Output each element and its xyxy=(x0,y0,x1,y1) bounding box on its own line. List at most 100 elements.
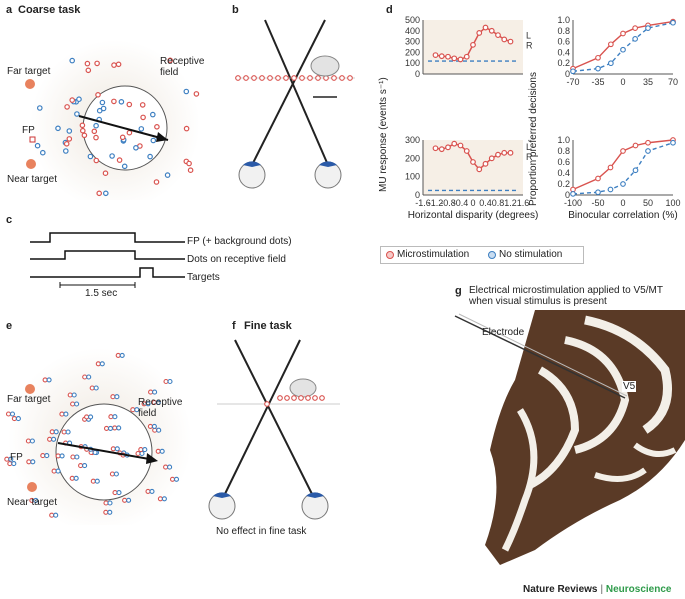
dot-right xyxy=(74,454,80,460)
y-tick-label: 100 xyxy=(405,58,420,68)
dot xyxy=(94,60,100,67)
fp-trace xyxy=(30,232,185,243)
plane-dot xyxy=(275,75,281,81)
dot-right xyxy=(107,509,113,515)
dot xyxy=(69,97,76,103)
legend-box: Microstimulation No stimulation xyxy=(380,246,584,264)
plane-dot xyxy=(307,75,313,81)
dot-right xyxy=(33,497,39,503)
x-tick-label: 50 xyxy=(643,198,653,208)
plane-dot xyxy=(235,75,241,81)
x-tick-label: -35 xyxy=(591,77,604,87)
dot-right xyxy=(145,401,151,407)
panel-d-letter: d xyxy=(386,4,393,16)
panel-c-timeline xyxy=(30,232,185,288)
x-tick-label: 100 xyxy=(665,198,680,208)
lr-label: L xyxy=(526,142,531,152)
dot-right xyxy=(114,446,120,452)
scale-label: 1.5 sec xyxy=(85,288,118,299)
dot-right xyxy=(29,438,35,444)
data-point xyxy=(620,30,626,37)
plane-dot xyxy=(243,75,249,81)
dot xyxy=(81,132,88,139)
dot xyxy=(164,172,171,178)
dot-left xyxy=(67,392,73,398)
panel-e-diagram xyxy=(4,348,192,525)
y-tick-label: 0.4 xyxy=(557,47,570,57)
far-target-label-e: Far target xyxy=(7,394,51,405)
motion-arrow xyxy=(57,442,156,461)
dot xyxy=(186,160,192,167)
dot-right xyxy=(55,468,61,474)
y-tick-label: 300 xyxy=(405,135,420,145)
y-tick-label: 0 xyxy=(415,69,420,79)
dot-left xyxy=(138,447,144,453)
y-tick-label: 400 xyxy=(405,26,420,36)
dot xyxy=(69,57,76,64)
x-tick-label: -1.2 xyxy=(428,198,444,208)
rf-dot xyxy=(305,395,311,401)
dot-right xyxy=(116,490,122,496)
receptive-field-label-e: Receptive field xyxy=(138,397,183,419)
dot-left xyxy=(5,411,12,417)
data-point xyxy=(608,60,614,67)
rf-dot xyxy=(312,395,318,401)
dot-right xyxy=(93,385,99,391)
data-point xyxy=(476,166,483,173)
receptive-field-bubble xyxy=(310,55,340,77)
dot-right xyxy=(156,427,162,433)
rf-dot xyxy=(284,395,290,401)
micro-legend-marker xyxy=(386,251,394,259)
dots-trace xyxy=(30,250,185,260)
dot-right xyxy=(142,447,148,453)
lr-label: R xyxy=(526,41,533,51)
left-eye-pupil xyxy=(213,492,231,498)
dot xyxy=(147,153,153,160)
dot xyxy=(80,127,86,134)
dot-right xyxy=(112,414,118,420)
dot-left xyxy=(155,448,161,454)
dot-right xyxy=(51,436,57,442)
arrow-head xyxy=(156,132,168,142)
dot-left xyxy=(51,468,57,474)
dot xyxy=(126,129,133,136)
plane-dot xyxy=(259,75,265,81)
dot-right xyxy=(74,401,80,407)
dot-left xyxy=(157,496,163,502)
rf-dot xyxy=(264,401,270,407)
dot-right xyxy=(53,429,59,435)
plane-dot xyxy=(315,75,321,81)
dot-right xyxy=(82,463,88,469)
data-point xyxy=(670,19,676,26)
y-tick-label: 200 xyxy=(405,153,420,163)
plane-dot xyxy=(299,75,305,81)
dot-left xyxy=(90,478,96,484)
dot-right xyxy=(126,497,132,503)
y-tick-label: 500 xyxy=(405,15,420,25)
dot-left xyxy=(122,497,128,503)
brain-section-image xyxy=(454,310,685,565)
x-tick-label: 70 xyxy=(668,77,678,87)
dot xyxy=(34,142,41,149)
dot-left xyxy=(49,512,55,518)
dot-right xyxy=(116,425,122,431)
dot-left xyxy=(110,394,116,400)
receptive-field-label: Receptive field xyxy=(160,56,205,78)
data-point xyxy=(632,142,639,149)
y-tick-label: 0 xyxy=(565,190,570,200)
dot-left xyxy=(163,378,169,385)
y-tick-label: 100 xyxy=(405,172,420,182)
targets-trace xyxy=(30,267,185,278)
dot-right xyxy=(152,389,158,395)
data-point xyxy=(595,65,601,72)
dot-right xyxy=(159,448,165,454)
x-tick-label: 0.8 xyxy=(492,198,505,208)
dot xyxy=(63,141,70,147)
x-tick-label: 1.6 xyxy=(517,198,530,208)
plane-dot xyxy=(291,75,297,81)
near-target-label: Near target xyxy=(7,174,58,185)
dot-field xyxy=(34,57,200,197)
dot-left xyxy=(110,446,116,452)
data-point xyxy=(432,145,439,152)
